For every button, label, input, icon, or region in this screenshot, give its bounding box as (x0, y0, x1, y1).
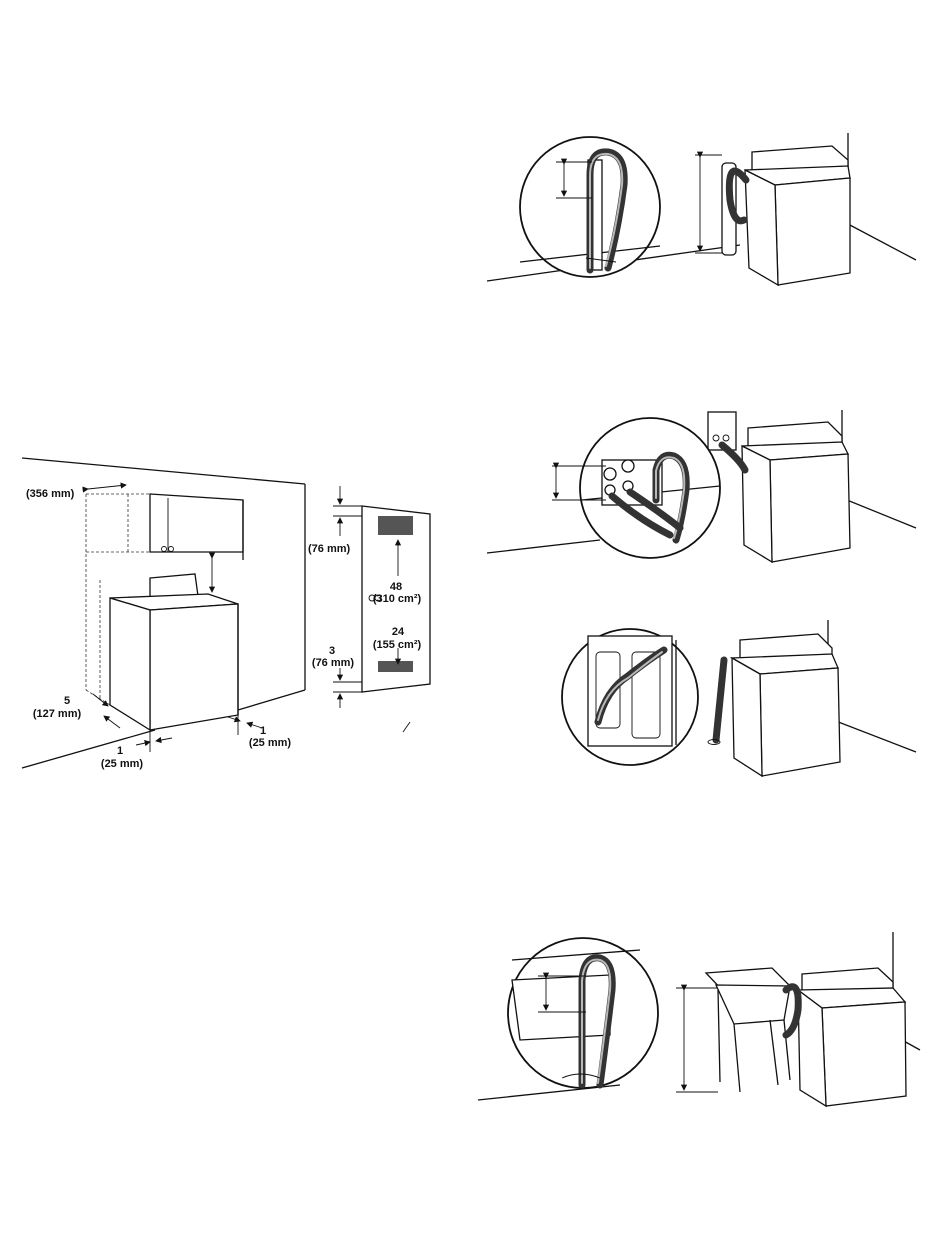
side-clearance-left-mm-label: (25 mm) (101, 758, 144, 770)
floor-drain-figure (562, 620, 916, 776)
wall-box-detail-circle (552, 418, 720, 558)
cabinet-depth-label: (356 mm) (26, 488, 75, 500)
standpipe-drain-figure (487, 133, 916, 285)
rear-clearance-mm-label: (127 mm) (33, 708, 82, 720)
bottom-vent-area-in-label: 24 (392, 626, 405, 638)
floor-drain-detail-circle (562, 629, 698, 765)
side-clearance-left-in-label: 1 (117, 745, 123, 757)
bottom-gap-mm-label: (76 mm) (312, 657, 355, 669)
standpipe-detail-circle (520, 137, 660, 277)
washer-illustration (742, 422, 850, 562)
wall-box-drain-figure (487, 410, 916, 562)
bottom-vent-area-cm-label: (155 cm²) (373, 639, 422, 651)
rear-clearance-in-label: 5 (64, 695, 70, 707)
door-top-gap-label: (76 mm) (308, 543, 351, 555)
washer-illustration (745, 146, 850, 285)
side-clearance-right-in-label: 1 (260, 725, 266, 737)
upper-cabinet (150, 494, 243, 552)
washer-illustration (110, 574, 238, 730)
top-vent-area-cm-label: (310 cm²) (373, 593, 422, 605)
bottom-gap-in-label: 3 (329, 645, 335, 657)
closet-door-panel (333, 486, 430, 732)
bottom-vent-opening (378, 661, 413, 672)
laundry-tub-drain-figure (478, 932, 920, 1106)
washer-illustration (732, 634, 840, 776)
washer-illustration (798, 968, 906, 1106)
laundry-tub-detail-circle (508, 938, 658, 1088)
laundry-tub (706, 968, 790, 1092)
cabinet-install-figure: (356 mm) 5 (127 mm) 1 (25 mm) 1 (25 mm) (22, 458, 430, 770)
side-clearance-right-mm-label: (25 mm) (249, 737, 292, 749)
top-vent-opening (378, 516, 413, 535)
top-vent-area-in-label: 48 (390, 581, 402, 593)
